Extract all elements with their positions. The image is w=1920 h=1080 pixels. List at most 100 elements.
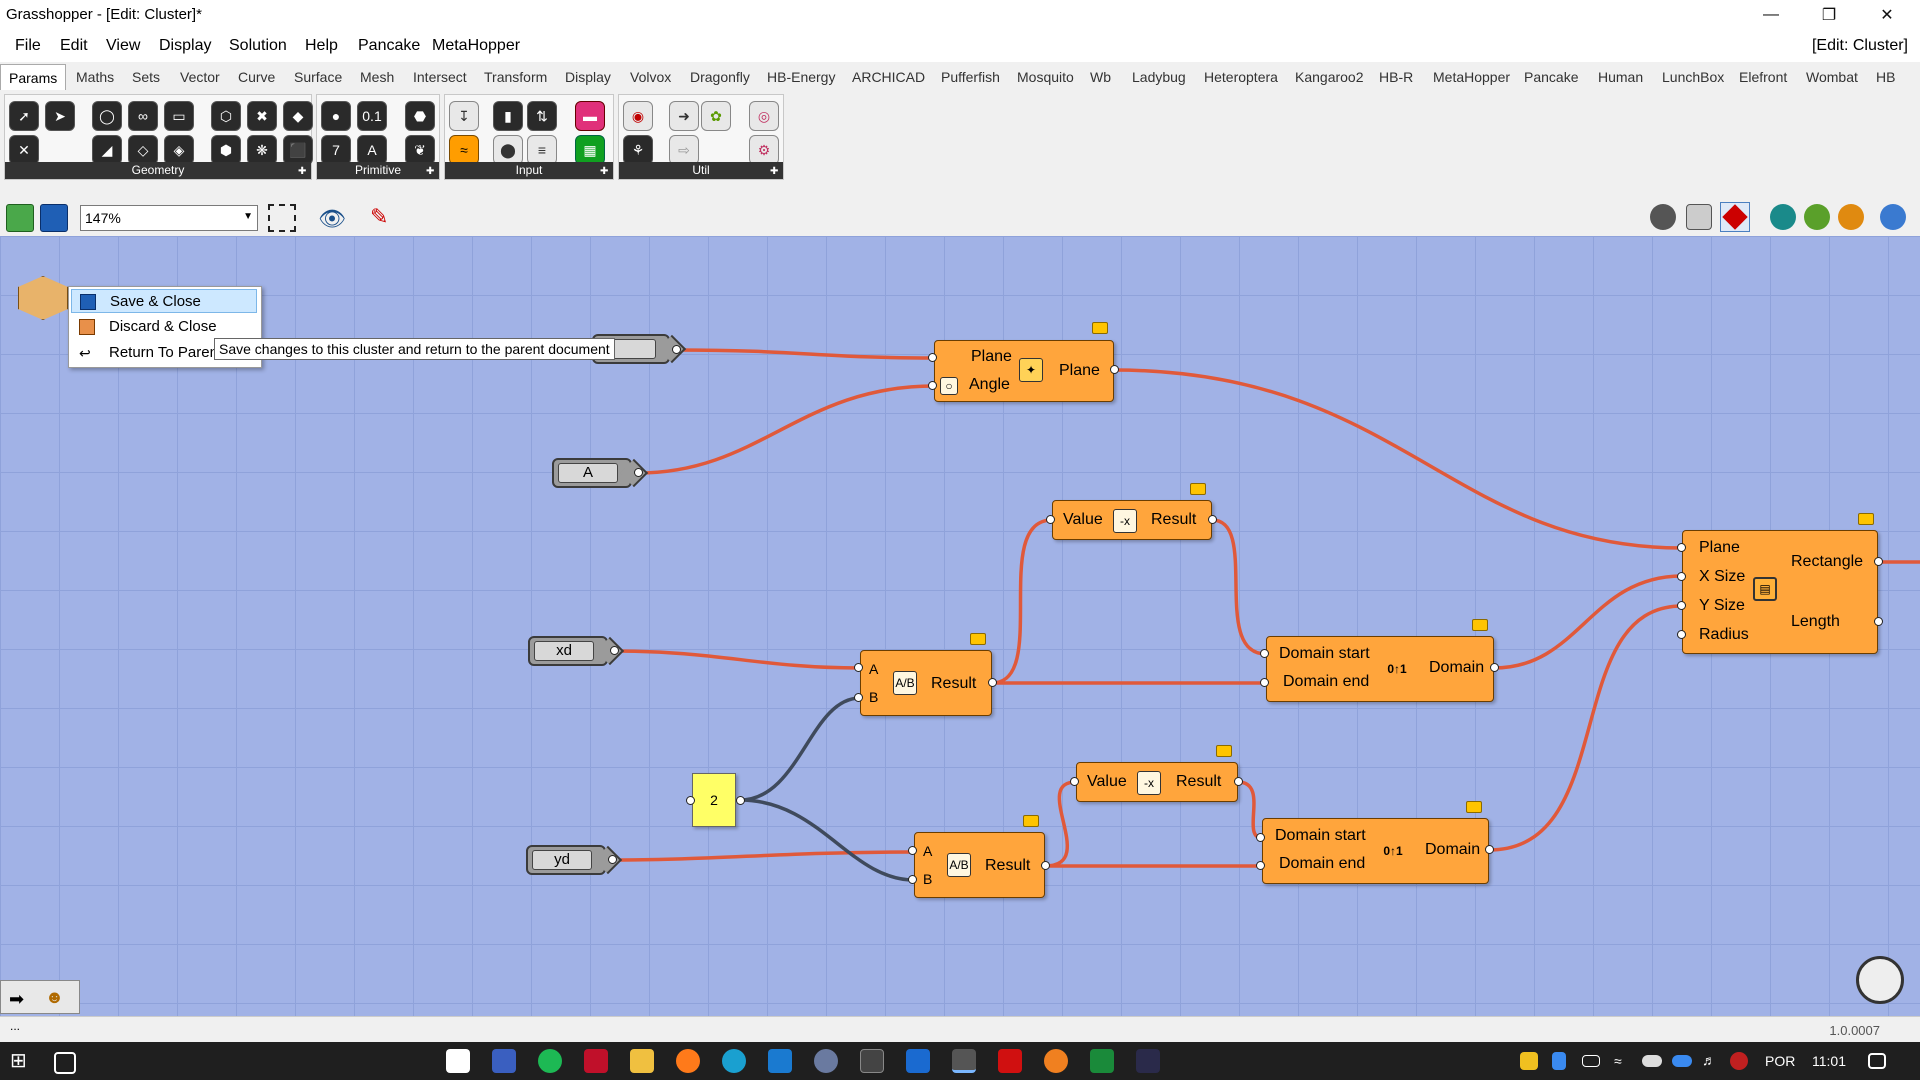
input-grip[interactable]	[928, 381, 937, 390]
tab-maths[interactable]: Maths	[76, 69, 115, 85]
output-grip[interactable]	[1041, 861, 1050, 870]
zoom-dropdown[interactable]: 147% ▼	[80, 205, 258, 231]
restore-button[interactable]: ❐	[1821, 6, 1837, 24]
tab-archicad[interactable]: ARCHICAD	[852, 69, 926, 85]
tab-sets[interactable]: Sets	[132, 69, 161, 85]
menu-view[interactable]: View	[106, 37, 141, 54]
tab-elefront[interactable]: Elefront	[1739, 69, 1788, 85]
input-grip[interactable]	[1256, 861, 1265, 870]
tab-transform[interactable]: Transform	[484, 69, 548, 85]
relay-arrow-icon[interactable]: ➜	[669, 101, 699, 131]
app-icon[interactable]	[1136, 1049, 1160, 1073]
rhino-r-icon[interactable]	[814, 1049, 838, 1073]
galapagos-icon[interactable]: ✿	[701, 101, 731, 131]
group-param-icon[interactable]: ⬢	[211, 135, 241, 165]
input-grip[interactable]	[686, 796, 695, 805]
brep-param-icon[interactable]: ⬡	[211, 101, 241, 131]
battery-icon[interactable]	[1582, 1055, 1600, 1067]
slider-input-icon[interactable]: ⇅	[527, 101, 557, 131]
twisted-box-param-icon[interactable]: ⬛	[283, 135, 313, 165]
tab-human[interactable]: Human	[1598, 69, 1644, 85]
user-icon[interactable]: ☻	[45, 987, 64, 1007]
output-grip[interactable]	[610, 646, 619, 655]
store-icon[interactable]	[446, 1049, 470, 1073]
tab-hb[interactable]: HB	[1876, 69, 1896, 85]
group-util-expand-icon[interactable]: ✚	[770, 166, 779, 177]
edge-icon[interactable]	[722, 1049, 746, 1073]
menu-help[interactable]: Help	[305, 37, 338, 54]
division-node-2[interactable]: A B A/B Result	[914, 832, 1045, 898]
input-grip[interactable]	[928, 353, 937, 362]
close-button[interactable]: ✕	[1880, 6, 1894, 24]
output-grip[interactable]	[1485, 845, 1494, 854]
group-geometry-expand-icon[interactable]: ✚	[298, 166, 307, 177]
data-path-param-icon[interactable]: ❦	[405, 135, 435, 165]
rotate-plane-node[interactable]: Plane Angle ○ ✦ Plane	[934, 340, 1114, 402]
blender-icon[interactable]	[1044, 1049, 1068, 1073]
point-param-icon[interactable]: ➤	[45, 101, 75, 131]
output-grip[interactable]	[608, 855, 617, 864]
output-grip[interactable]	[1490, 663, 1499, 672]
notifications-icon[interactable]	[1868, 1053, 1886, 1069]
output-grip[interactable]	[1874, 557, 1883, 566]
domain-param-icon[interactable]: ⬣	[405, 101, 435, 131]
input-grip[interactable]	[854, 663, 863, 672]
wifi-icon[interactable]: ≈	[1614, 1053, 1622, 1069]
output-grip[interactable]	[1874, 617, 1883, 626]
rectangle-param-icon[interactable]: ◈	[164, 135, 194, 165]
tab-pufferfish[interactable]: Pufferfish	[941, 69, 1000, 85]
tab-lunchbox[interactable]: LunchBox	[1662, 69, 1725, 85]
shaded-preview-icon[interactable]	[1686, 204, 1712, 230]
solution-icon[interactable]	[1838, 204, 1864, 230]
grasshopper-canvas[interactable]: A xd yd 2 Plane Angle ○ ✦ Plane Value -x…	[0, 236, 1920, 1016]
input-yd-capsule[interactable]: yd	[526, 845, 623, 875]
return-to-parent-item[interactable]: ↩ Return To Parent	[71, 341, 257, 365]
grasshopper-icon[interactable]	[952, 1049, 976, 1073]
negative-node[interactable]: Value -x Result	[1052, 500, 1212, 540]
open-file-icon[interactable]	[6, 204, 34, 232]
matrix-input-icon[interactable]: ▦	[575, 135, 605, 165]
app-tray-icon[interactable]	[1730, 1052, 1748, 1070]
firefox-icon[interactable]	[676, 1049, 700, 1073]
input-grip[interactable]	[1260, 649, 1269, 658]
negative-node-2[interactable]: Value -x Result	[1076, 762, 1238, 802]
tab-curve[interactable]: Curve	[238, 69, 276, 85]
tab-surface[interactable]: Surface	[294, 69, 343, 85]
cloud-icon[interactable]	[1642, 1055, 1662, 1067]
text-param-icon[interactable]: A	[357, 135, 387, 165]
tab-wb[interactable]: Wb	[1090, 69, 1111, 85]
construct-domain-node-2[interactable]: Domain start Domain end 0↑1 Domain	[1262, 818, 1489, 884]
input-grip[interactable]	[1677, 601, 1686, 610]
task-view-icon[interactable]	[54, 1052, 76, 1074]
tab-hb-r[interactable]: HB-R	[1379, 69, 1414, 85]
save-file-icon[interactable]	[40, 204, 68, 232]
file-explorer-icon[interactable]	[630, 1049, 654, 1073]
terminal-icon[interactable]	[860, 1049, 884, 1073]
division-node[interactable]: A B A/B Result	[860, 650, 992, 716]
geometry-param-icon[interactable]: ✕	[9, 135, 39, 165]
menu-file[interactable]: File	[15, 37, 41, 54]
spotify-icon[interactable]	[538, 1049, 562, 1073]
gradient-input-icon[interactable]: ▬	[575, 101, 605, 131]
toggle-input-icon[interactable]: ▮	[493, 101, 523, 131]
app-icon[interactable]	[584, 1049, 608, 1073]
input-grip[interactable]	[854, 693, 863, 702]
fractal-icon[interactable]: ◎	[749, 101, 779, 131]
menu-solution[interactable]: Solution	[229, 37, 287, 54]
save-and-close-item[interactable]: Save & Close	[71, 289, 257, 313]
navigation-compass-icon[interactable]	[1856, 956, 1904, 1004]
flask-icon[interactable]: ⚙	[749, 135, 779, 165]
input-xd-capsule[interactable]: xd	[528, 636, 625, 666]
input-grip[interactable]	[908, 875, 917, 884]
output-grip[interactable]	[736, 796, 745, 805]
excel-icon[interactable]	[1090, 1049, 1114, 1073]
input-grip[interactable]	[1677, 572, 1686, 581]
mesh-preview-icon[interactable]	[1804, 204, 1830, 230]
tab-display[interactable]: Display	[565, 69, 611, 85]
output-grip[interactable]	[1234, 777, 1243, 786]
tab-dragonfly[interactable]: Dragonfly	[690, 69, 750, 85]
wireframe-preview-icon[interactable]	[1650, 204, 1676, 230]
vscode-icon[interactable]	[768, 1049, 792, 1073]
zoom-extents-icon[interactable]	[268, 204, 296, 232]
app-icon[interactable]	[492, 1049, 516, 1073]
